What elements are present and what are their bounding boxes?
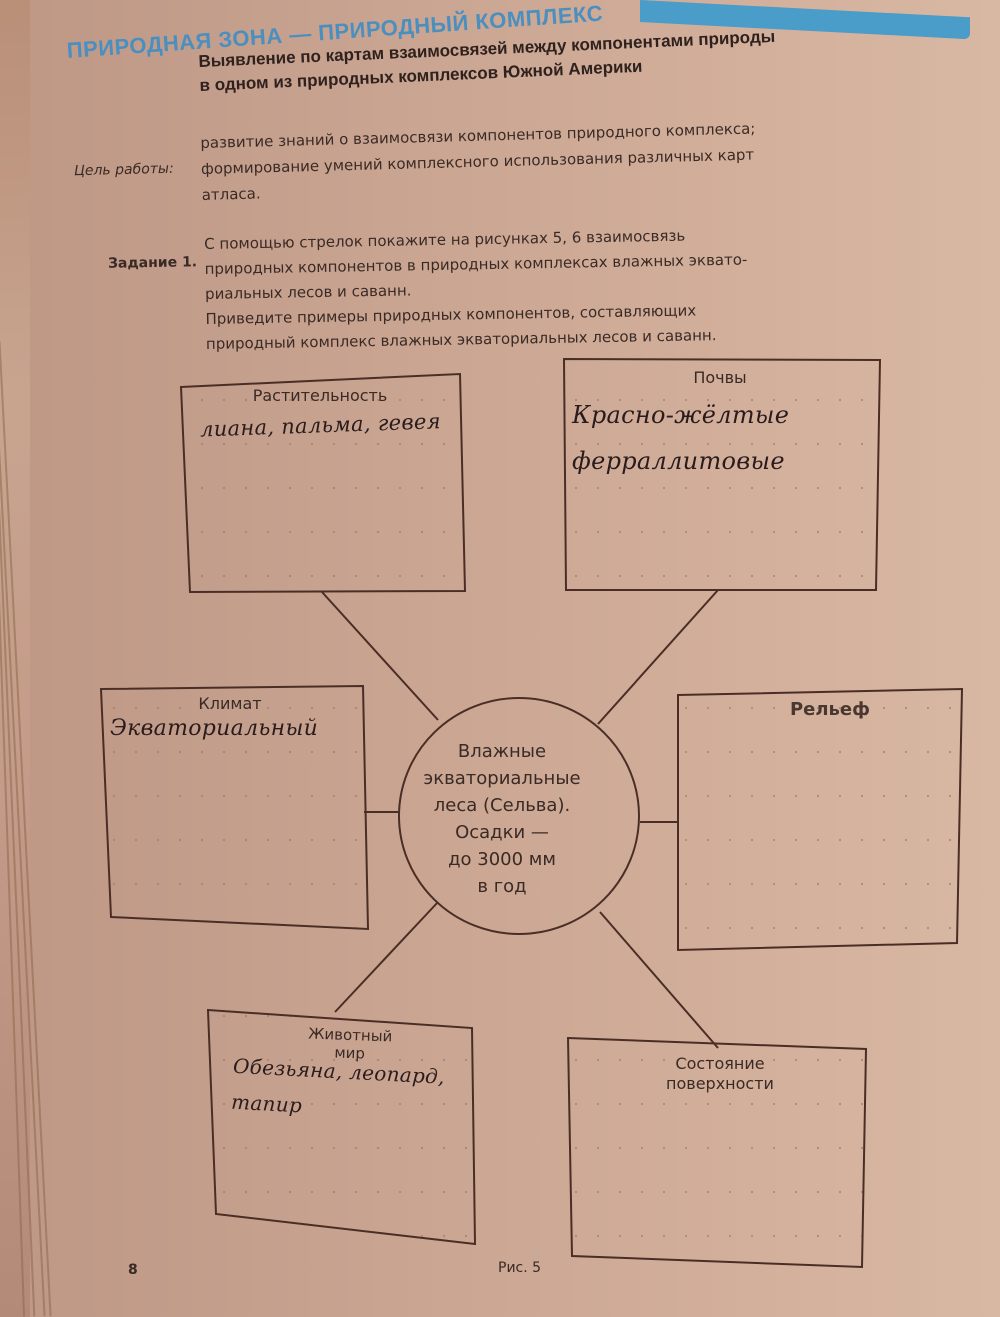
answer-soils-line: ферраллитовые: [572, 447, 785, 475]
center-line: экваториальные: [423, 768, 581, 789]
box-title-line: поверхности: [666, 1074, 774, 1093]
answer-climate[interactable]: Экваториальный: [110, 716, 319, 741]
page-number: 8: [128, 1262, 138, 1278]
center-line: до 3000 мм: [448, 849, 556, 870]
center-line: Осадки —: [455, 822, 549, 843]
answer-soils[interactable]: Красно-жёлтые ферраллитовые: [572, 392, 872, 484]
box-title-soils: Почвы: [693, 368, 747, 387]
answer-surface[interactable]: [585, 1100, 855, 1240]
answer-relief[interactable]: [690, 730, 950, 930]
box-title-line: Состояние: [675, 1054, 765, 1073]
box-title-climate: Климат: [198, 694, 262, 713]
center-line: Влажные: [457, 741, 547, 762]
box-soils: [562, 357, 882, 591]
center-topic: Влажные экваториальные леса (Сельва). Ос…: [402, 738, 602, 900]
box-title-relief: Рельеф: [789, 699, 871, 720]
box-fauna: [206, 1008, 477, 1246]
box-title-vegetation: Растительность: [252, 386, 388, 405]
figure-caption: Рис. 5: [498, 1260, 542, 1276]
box-relief: [677, 687, 964, 952]
center-line: в год: [477, 876, 527, 897]
box-surface: [566, 1036, 868, 1269]
box-title-surface: Состояние поверхности: [630, 1054, 810, 1094]
answer-soils-line: Красно-жёлтые: [572, 401, 790, 429]
answer-fauna[interactable]: Обезьяна, леопард, тапир: [230, 1048, 473, 1132]
center-line: леса (Сельва).: [433, 795, 571, 816]
box-vegetation: [179, 372, 467, 594]
box-climate: [99, 684, 370, 931]
